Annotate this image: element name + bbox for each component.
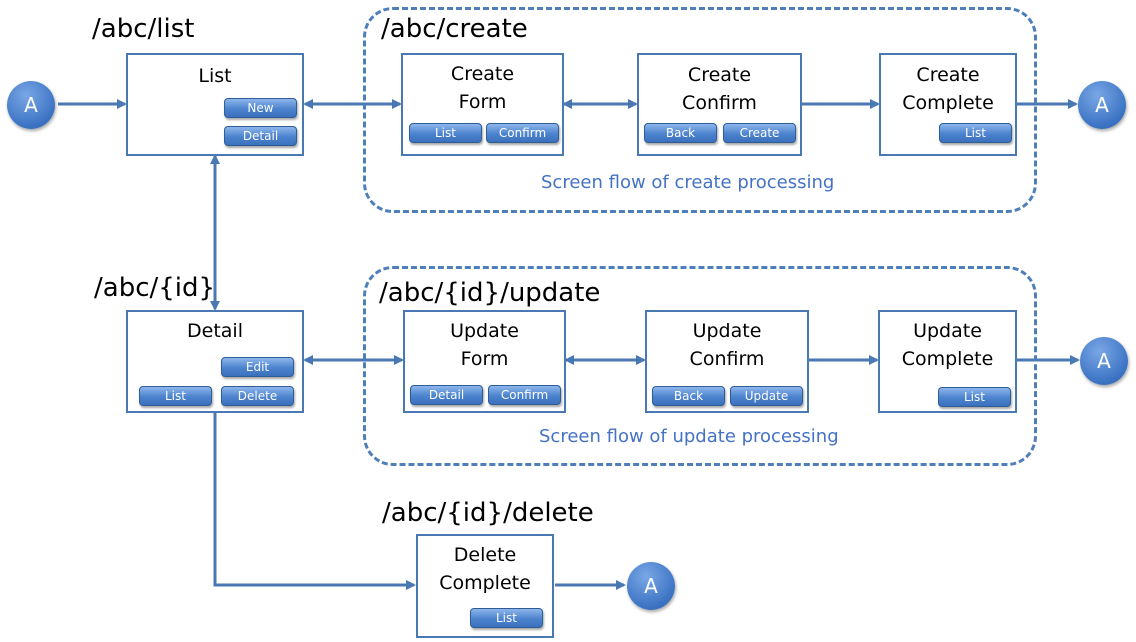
- screen-update-complete: Update Complete List: [878, 310, 1017, 413]
- screen-delete-complete: Delete Complete List: [416, 534, 554, 638]
- screen-list: List New Detail: [126, 53, 304, 156]
- list-button[interactable]: List: [938, 387, 1011, 407]
- update-button[interactable]: Update: [730, 386, 803, 406]
- create-button[interactable]: Create: [723, 123, 796, 143]
- screen-title-line-1: Create: [916, 64, 980, 86]
- screen-create-complete: Create Complete List: [879, 53, 1017, 156]
- screen-title-line-1: Update: [913, 320, 982, 342]
- screen-title-line-2: Complete: [901, 348, 994, 370]
- edit-button[interactable]: Edit: [221, 357, 294, 377]
- screen-title-line-2: Form: [458, 91, 507, 113]
- screen-title-line-2: Form: [460, 348, 509, 370]
- confirm-button[interactable]: Confirm: [488, 385, 561, 405]
- create-flow-caption: Screen flow of create processing: [541, 172, 835, 193]
- back-button[interactable]: Back: [644, 123, 717, 143]
- screen-title-line-1: Update: [692, 320, 762, 342]
- connector-a-create-end: A: [1078, 81, 1126, 129]
- back-button[interactable]: Back: [652, 386, 725, 406]
- path-delete: /abc/{id}/delete: [382, 498, 594, 528]
- screen-update-confirm: Update Confirm Back Update: [645, 310, 809, 413]
- path-detail: /abc/{id}: [94, 273, 216, 303]
- path-list: /abc/list: [92, 14, 195, 44]
- screen-title: List: [198, 65, 232, 87]
- list-button[interactable]: List: [470, 608, 543, 628]
- screen-title-line-1: Create: [450, 63, 515, 85]
- screen-title-line-2: Confirm: [682, 92, 757, 114]
- screen-title-line-1: Update: [450, 320, 519, 342]
- path-create: /abc/create: [381, 14, 528, 44]
- path-update: /abc/{id}/update: [379, 278, 601, 308]
- screen-create-form: Create Form List Confirm: [401, 53, 564, 156]
- detail-button[interactable]: Detail: [224, 126, 297, 146]
- delete-button[interactable]: Delete: [221, 386, 294, 406]
- screen-title-line-1: Delete: [453, 544, 517, 566]
- detail-button[interactable]: Detail: [410, 385, 483, 405]
- screen-title-line-2: Confirm: [689, 348, 765, 370]
- update-flow-group: [363, 266, 1037, 466]
- list-button[interactable]: List: [139, 386, 212, 406]
- list-button[interactable]: List: [409, 123, 482, 143]
- screen-title: Detail: [187, 320, 243, 342]
- confirm-button[interactable]: Confirm: [486, 123, 559, 143]
- connector-a-delete-end: A: [627, 562, 675, 610]
- screen-title-line-1: Create: [687, 64, 752, 86]
- list-button[interactable]: List: [939, 123, 1012, 143]
- new-button[interactable]: New: [224, 98, 297, 118]
- screen-title-line-2: Complete: [902, 92, 994, 114]
- update-flow-caption: Screen flow of update processing: [539, 426, 839, 447]
- arrow-detail-delete: [213, 412, 416, 590]
- screen-detail: Detail Edit List Delete: [126, 310, 304, 413]
- create-flow-group: [363, 7, 1037, 213]
- connector-a-start: A: [7, 81, 55, 129]
- screen-create-confirm: Create Confirm Back Create: [637, 53, 802, 156]
- screen-title-line-2: Complete: [439, 572, 531, 594]
- screen-update-form: Update Form Detail Confirm: [403, 310, 566, 413]
- connector-a-update-end: A: [1080, 337, 1128, 385]
